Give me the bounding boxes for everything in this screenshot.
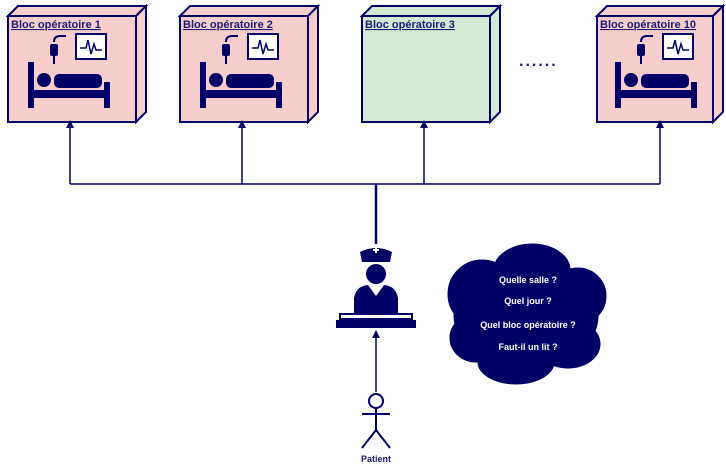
bloc-box-2: Bloc opératoire 2 xyxy=(177,3,321,125)
question-1: Quelle salle ? xyxy=(499,275,557,285)
question-4: Faut-il un lit ? xyxy=(499,342,558,352)
bloc-box-1: Bloc opératoire 1 xyxy=(5,3,149,125)
connector-tree xyxy=(66,120,664,244)
questions-cloud: Quelle salle ? Quel jour ? Quel bloc opé… xyxy=(447,243,607,385)
bloc-label-3: Bloc opératoire 3 xyxy=(365,19,455,31)
patient-figure-icon xyxy=(361,393,391,449)
ellipsis: ...... xyxy=(519,53,558,70)
question-2: Quel jour ? xyxy=(504,296,552,306)
bloc-label-2: Bloc opératoire 2 xyxy=(183,19,273,31)
bloc-box-10: Bloc opératoire 10 xyxy=(594,3,726,125)
nurse-icon xyxy=(336,247,416,328)
question-3: Quel bloc opératoire ? xyxy=(480,320,576,330)
bloc-label-1: Bloc opératoire 1 xyxy=(11,19,101,31)
bloc-box-3: Bloc opératoire 3 xyxy=(359,3,503,125)
patient-label: Patient xyxy=(361,454,391,464)
bloc-label-10: Bloc opératoire 10 xyxy=(600,19,696,31)
